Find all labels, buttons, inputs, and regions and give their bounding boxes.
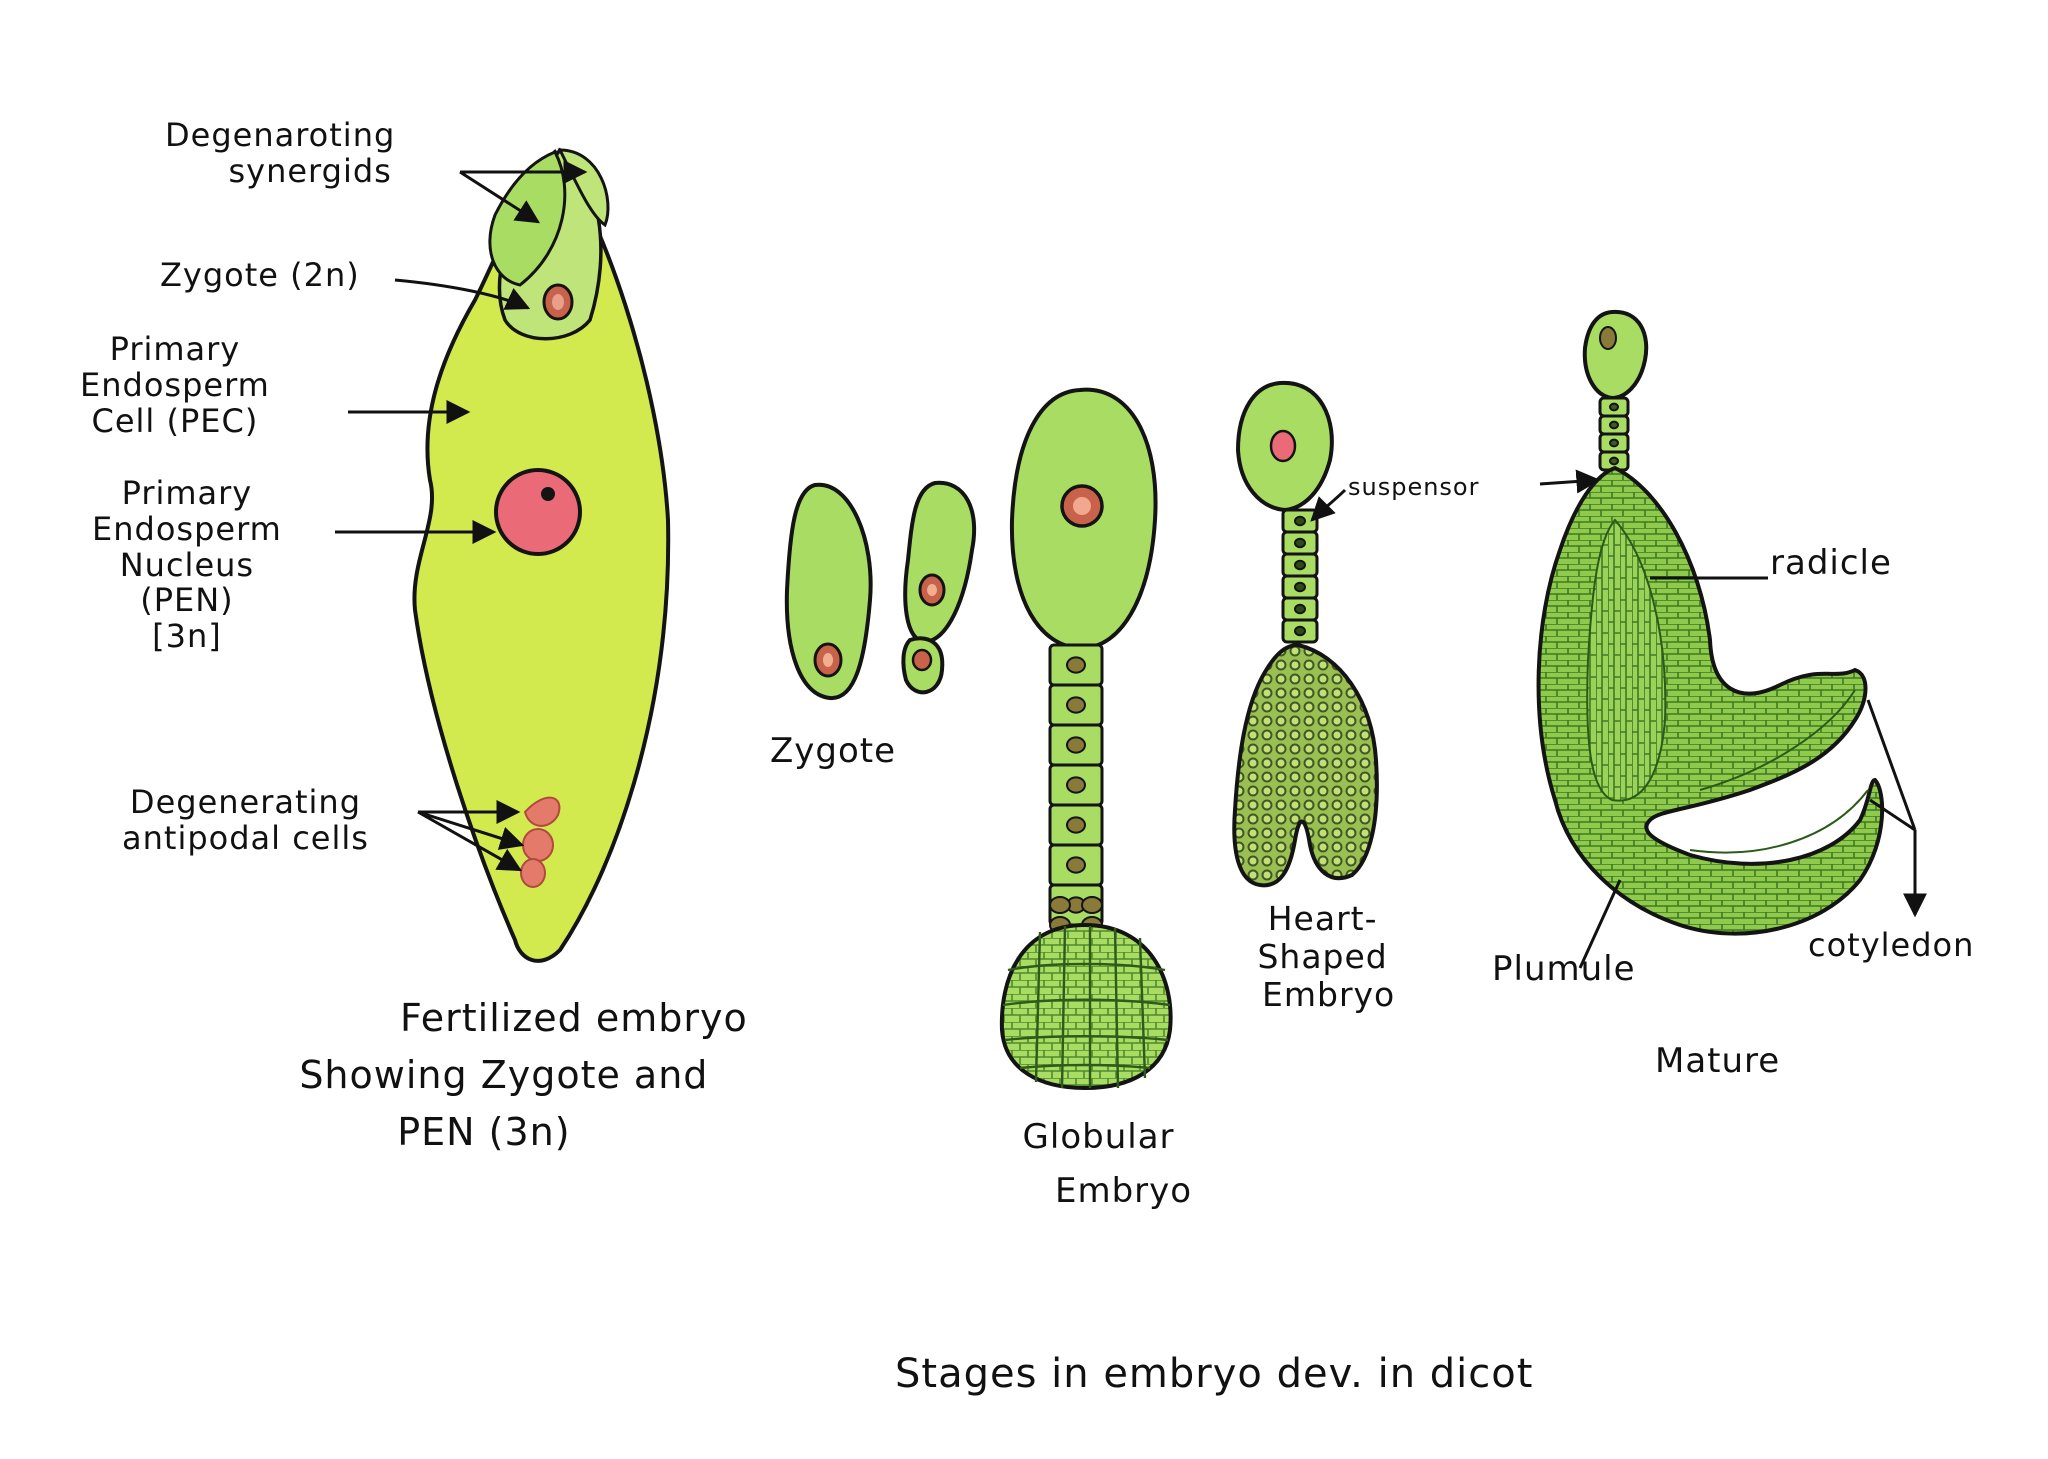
pen-nucleus (494, 468, 582, 556)
zygote-cell-1 (784, 482, 873, 701)
globular-suspensor (1048, 643, 1104, 934)
globular-suspensor-nucleus (1066, 856, 1086, 874)
synergids-label-line2: synergids (228, 151, 392, 190)
mature-suspensor-nucleus (1609, 420, 1619, 430)
zygote-label: Zygote (770, 731, 897, 771)
mature-radicle-core (1586, 518, 1667, 802)
globular-embryo (999, 387, 1173, 1091)
heart-embryo-label: Heart- Shaped Embryo (1250, 900, 1395, 1014)
zygote-nucleolus (552, 294, 564, 310)
pec-label-line1: Primary (109, 330, 241, 368)
globular-suspensor-nucleus (1066, 776, 1086, 794)
mature-suspensor (1598, 396, 1630, 472)
mature-suspensor-nucleus (1609, 456, 1619, 466)
globular-hypophysis-nucleus (1049, 896, 1071, 914)
globular-suspensor-nucleus (1066, 736, 1086, 754)
synergids-label: Degenaroting synergids (165, 116, 396, 190)
synergids-label-line1: Degenaroting (165, 116, 396, 154)
heart-suspensor-nucleus (1294, 537, 1306, 549)
mature-suspensor-nucleus (1609, 438, 1619, 448)
globular-suspensor-nucleus (1066, 696, 1086, 714)
heart-suspensor-nucleus (1294, 515, 1306, 527)
embryo-sac-outline (412, 149, 671, 963)
heart-embryo (1232, 380, 1379, 888)
pen-label-line2: Endosperm (92, 509, 282, 548)
pen-label-line4: (PEN) (140, 581, 234, 620)
pec-label: Primary Endosperm Cell (PEC) (80, 330, 270, 440)
mature-suspensor-nucleus (1609, 402, 1619, 412)
globular-hypophysis-nucleus (1081, 896, 1103, 914)
globular-label-line1: Globular (1022, 1117, 1175, 1157)
heart-suspensor-nucleus (1294, 603, 1306, 615)
caption-left-line3: PEN (3n) (397, 1110, 571, 1154)
left-arrows (335, 160, 588, 872)
pec-label-line2: Endosperm (80, 365, 270, 404)
caption-left-line1: Fertilized embryo (400, 996, 748, 1040)
antipodal-cell-2 (522, 828, 554, 862)
plumule-label: Plumule (1492, 949, 1636, 989)
antipodal-label-line2: antipodal cells (122, 818, 369, 857)
globular-suspensor-nucleus (1066, 816, 1086, 834)
caption-left-line2: Showing Zygote and (299, 1053, 709, 1097)
fertilized-embryo-caption: Fertilized embryo Showing Zygote and PEN… (260, 990, 748, 1161)
heart-label-line2: Shaped (1257, 936, 1388, 976)
antipodal-cell-3 (520, 858, 546, 888)
mature-label: Mature (1655, 1041, 1781, 1081)
globular-cell-grid (1002, 925, 1171, 1089)
heart-suspensor-nucleus (1294, 581, 1306, 593)
globular-suspensor-nucleus (1066, 656, 1086, 674)
heart-label-line3: Embryo (1262, 974, 1396, 1014)
cotyledon-label: cotyledon (1808, 926, 1975, 964)
pen-label-line3: Nucleus (119, 545, 255, 584)
globular-embryo-label: Globular Embryo (1005, 1110, 1192, 1219)
embryo-sac (412, 147, 671, 963)
radicle-label: radicle (1770, 543, 1892, 583)
antipodal-label-line1: Degenerating (129, 783, 362, 821)
mature-basal-cell (1582, 309, 1649, 401)
pec-label-line3: Cell (PEC) (91, 401, 259, 440)
pen-label-line1: Primary (121, 474, 253, 512)
heart-suspensor-nucleus (1294, 625, 1306, 637)
heart-suspensor-nucleus (1294, 559, 1306, 571)
heart-embryo-body (1232, 642, 1379, 888)
mature-embryo (1536, 309, 1885, 936)
diagram-title: Stages in embryo dev. in dicot (895, 1351, 1534, 1397)
antipodal-cell-1 (523, 796, 561, 827)
antipodal-label: Degenerating antipodal cells (122, 783, 369, 857)
zygote-cell-2 (903, 480, 977, 645)
heart-label-line1: Heart- (1267, 899, 1378, 938)
pen-label-line5: [3n] (152, 617, 222, 656)
zygote-stage (784, 480, 977, 701)
suspensor-label: suspensor (1348, 473, 1480, 501)
pen-nucleolus (541, 487, 555, 501)
pen-label: Primary Endosperm Nucleus (PEN) [3n] (92, 474, 282, 656)
globular-label-line2: Embryo (1055, 1171, 1193, 1212)
zygote-2n-label: Zygote (2n) (160, 256, 360, 294)
heart-suspensor (1281, 508, 1319, 644)
right-arrows (1310, 469, 1927, 969)
